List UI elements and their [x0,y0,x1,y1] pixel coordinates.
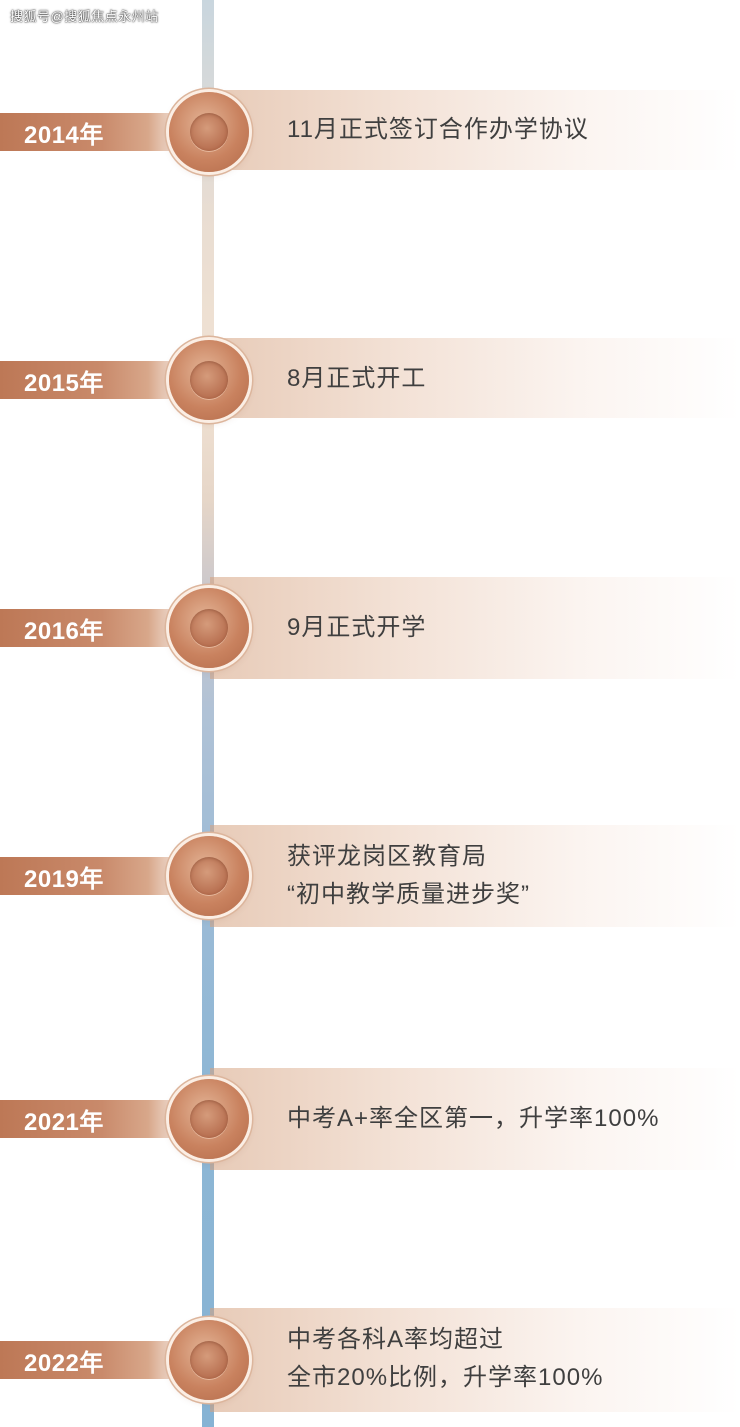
timeline-node-icon [169,340,249,420]
year-tag: 2019年 [0,857,185,895]
year-tag: 2016年 [0,609,185,647]
node-core [190,857,228,895]
watermark: 搜狐号@搜狐焦点永州站 [10,9,159,24]
year-label: 2016年 [24,617,104,645]
event-description: 9月正式开学 [287,609,727,647]
timeline-event-2015: 2015年 8月正式开工 [0,338,740,420]
timeline-event-2021: 2021年 中考A+率全区第一，升学率100% [0,1068,740,1170]
timeline-event-2019: 2019年 获评龙岗区教育局 “初中教学质量进步奖” [0,825,740,927]
description-line: “初中教学质量进步奖” [287,881,530,908]
event-description: 中考A+率全区第一，升学率100% [287,1100,727,1138]
description-line: 11月正式签订合作办学协议 [287,116,589,143]
timeline-node-icon [169,1320,249,1400]
timeline-node-icon [169,588,249,668]
year-tag: 2021年 [0,1100,185,1138]
timeline-event-2016: 2016年 9月正式开学 [0,577,740,679]
timeline-node-icon [169,92,249,172]
node-core [190,361,228,399]
timeline-event-2014: 2014年 11月正式签订合作办学协议 [0,90,740,172]
event-description: 11月正式签订合作办学协议 [287,111,727,149]
year-label: 2021年 [24,1108,104,1136]
year-label: 2019年 [24,865,104,893]
timeline-spine [202,0,214,1427]
timeline-node-icon [169,836,249,916]
node-core [190,113,228,151]
timeline-event-2022: 2022年 中考各科A率均超过 全市20%比例，升学率100% [0,1308,740,1412]
description-line: 8月正式开工 [287,365,427,392]
event-band [210,1308,740,1412]
year-label: 2015年 [24,369,104,397]
description-line: 获评龙岗区教育局 [287,843,487,870]
year-label: 2022年 [24,1349,104,1377]
event-description: 中考各科A率均超过 全市20%比例，升学率100% [287,1321,727,1397]
event-band [210,577,740,679]
event-band [210,338,740,418]
description-line: 9月正式开学 [287,614,427,641]
node-core [190,1100,228,1138]
description-line: 中考各科A率均超过 [287,1326,505,1353]
year-tag: 2022年 [0,1341,185,1379]
node-core [190,609,228,647]
event-description: 8月正式开工 [287,360,727,398]
event-band [210,825,740,927]
description-line: 全市20%比例，升学率100% [287,1364,604,1391]
event-band [210,90,740,170]
description-line: 中考A+率全区第一，升学率100% [287,1105,660,1132]
timeline-node-icon [169,1079,249,1159]
event-description: 获评龙岗区教育局 “初中教学质量进步奖” [287,838,727,914]
event-band [210,1068,740,1170]
year-tag: 2015年 [0,361,185,399]
year-tag: 2014年 [0,113,185,151]
year-label: 2014年 [24,121,104,149]
node-core [190,1341,228,1379]
